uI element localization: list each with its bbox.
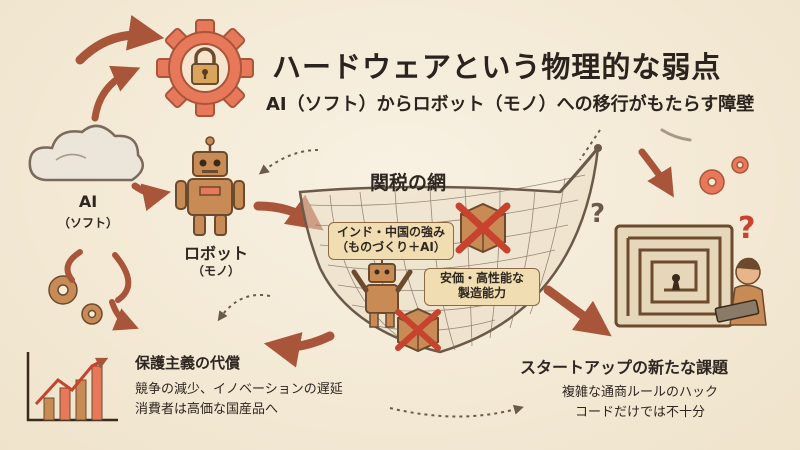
startup-title: スタートアップの新たな課題 — [520, 358, 729, 377]
dotted-arrow-top — [258, 149, 319, 175]
net-to-startup-arrow — [543, 285, 612, 337]
maze-icon — [614, 224, 734, 328]
strength-line1: インド・中国の強み — [336, 225, 445, 239]
strength-box: インド・中国の強み （ものづくり＋AI） — [328, 222, 454, 260]
page-subtitle: AI（ソフト）からロボット（モノ）への移行がもたらす障壁 — [266, 94, 755, 115]
protectionism-line1: 競争の減少、イノベーションの遅延 — [135, 382, 343, 397]
swirl-arrow-left — [64, 249, 132, 303]
svg-text:?: ? — [590, 199, 605, 229]
bar-chart-icon — [26, 352, 118, 422]
ai-label: AI — [78, 192, 98, 211]
question-icon: ? ? — [590, 199, 755, 246]
cloud-icon — [28, 124, 145, 182]
crate-icon-blocked-bottom — [395, 307, 441, 353]
top-left-arrows — [75, 15, 165, 122]
arrow-to-maze — [638, 148, 674, 198]
startup-line1: 複雑な通商ルールのハック — [561, 385, 718, 400]
robot-icon — [175, 136, 245, 236]
small-gears-right-icon — [699, 156, 749, 195]
manufacturing-line1: 安価・高性能な — [439, 271, 524, 285]
net-to-protectionism-arrow — [263, 331, 335, 368]
startup-line2: コードだけでは不十分 — [574, 405, 705, 420]
svg-text:?: ? — [738, 211, 755, 246]
ai-sublabel: （ソフト） — [57, 216, 118, 230]
frustrated-person-icon — [714, 257, 767, 326]
robot-sublabel: （モノ） — [191, 264, 240, 278]
ai-to-robot-arrow — [131, 182, 171, 212]
manufacturing-line2: 製造能力 — [457, 286, 506, 300]
protectionism-title: 保護主義の代償 — [135, 354, 241, 372]
page-title: ハードウェアという物理的な弱点 — [272, 50, 722, 84]
tariff-net-label: 関税の網 — [370, 172, 447, 194]
dotted-arrow-mid — [217, 294, 271, 322]
manufacturing-box: 安価・高性能な 製造能力 — [424, 268, 540, 306]
robot-label: ロボット — [183, 244, 248, 263]
robot-in-net-icon — [351, 250, 413, 328]
protectionism-line2: 消費者は高価な国産品へ — [135, 402, 279, 417]
crate-icon-blocked-top — [455, 202, 511, 254]
strength-line2: （ものづくり＋AI） — [336, 240, 446, 254]
small-gears-left-icon — [48, 275, 103, 325]
dotted-arrow-bottom — [389, 404, 524, 418]
gear-lock-icon — [156, 19, 254, 117]
